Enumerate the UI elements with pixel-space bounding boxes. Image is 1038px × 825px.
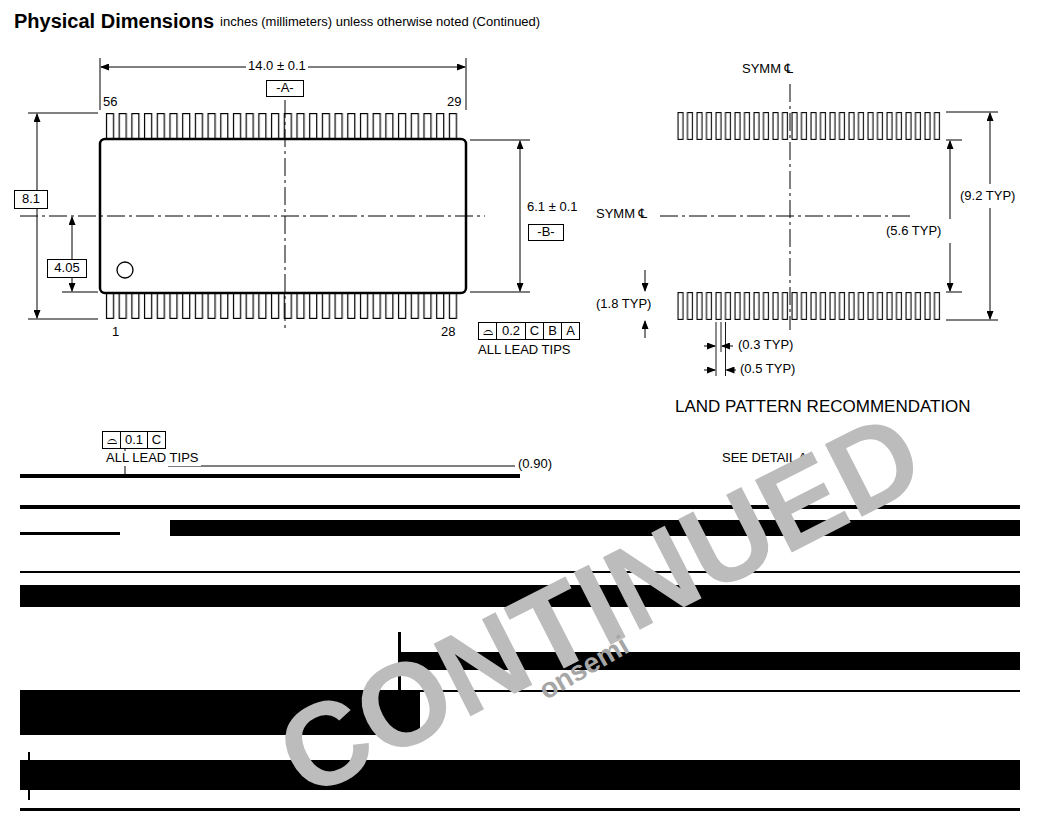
dimension: 4.05 xyxy=(47,259,87,278)
dimension-line xyxy=(72,217,73,291)
dimension: (9.2 TYP) xyxy=(958,189,1017,204)
dimension-line xyxy=(645,270,646,291)
dimension: (0.3 TYP) xyxy=(738,338,793,353)
datum-ref: C xyxy=(525,322,544,340)
scan-bar xyxy=(20,808,1020,811)
extension-line xyxy=(28,113,98,114)
scan-bar xyxy=(20,474,520,478)
tolerance-value: 0.2 xyxy=(496,322,526,340)
extension-line xyxy=(946,292,962,293)
datum-label: -B- xyxy=(528,224,564,241)
scan-bar xyxy=(20,532,120,535)
note: ALL LEAD TIPS xyxy=(478,343,571,358)
dimension: 6.1 ± 0.1 xyxy=(525,200,580,215)
dimension: (5.6 TYP) xyxy=(884,224,943,239)
extension-line xyxy=(470,140,530,141)
extension-line xyxy=(946,320,998,321)
pin-number: 56 xyxy=(103,95,117,110)
dimension-line xyxy=(722,346,733,347)
dimension-line xyxy=(704,370,715,371)
pin1-mark xyxy=(117,262,133,278)
scan-bar xyxy=(20,760,1020,790)
dimension: 8.1 xyxy=(14,190,48,209)
extension-line xyxy=(946,140,962,141)
symmetry-label: SYMM ℄ xyxy=(742,62,793,77)
view-title: LAND PATTERN RECOMMENDATION xyxy=(675,397,971,417)
dimension-line xyxy=(37,114,38,318)
pin-number: 1 xyxy=(112,325,119,340)
center-line xyxy=(790,84,791,330)
dimension: 14.0 ± 0.1 xyxy=(246,59,308,74)
datum-label: -A- xyxy=(266,80,304,97)
section-title: Physical Dimensions xyxy=(14,10,214,33)
pin-number: 29 xyxy=(447,95,461,110)
symmetry-label: SYMM ℄ xyxy=(594,207,649,222)
package-top-view xyxy=(20,58,530,328)
extension-line xyxy=(721,322,722,352)
extension-line xyxy=(725,322,726,376)
center-line xyxy=(285,100,286,328)
land-pattern xyxy=(645,84,998,376)
center-line xyxy=(660,216,912,217)
dimension: (1.8 TYP) xyxy=(596,297,651,312)
datum-ref: C xyxy=(147,431,166,449)
dimension-line xyxy=(990,113,991,184)
tolerance-symbol: ⌓ xyxy=(102,431,121,449)
dimension-line xyxy=(645,321,646,338)
dimension-line xyxy=(704,346,715,347)
datum-ref: A xyxy=(561,322,580,340)
lead-row xyxy=(104,113,460,140)
leader-line xyxy=(168,466,515,467)
dimension-line xyxy=(950,141,951,219)
center-line xyxy=(20,216,485,217)
tolerance-value: 0.1 xyxy=(120,431,148,449)
units-note: inches (millimeters) unless otherwise no… xyxy=(220,15,540,30)
extension-line xyxy=(100,58,101,110)
dimension-line xyxy=(520,141,521,291)
dimension: (0.5 TYP) xyxy=(740,362,795,377)
dimension-line xyxy=(950,243,951,291)
tolerance-symbol: ⌓ xyxy=(478,322,497,340)
extension-line xyxy=(28,319,98,320)
extension-line xyxy=(716,322,717,376)
dimension-line xyxy=(990,208,991,319)
extension-line xyxy=(946,112,998,113)
datum-ref: B xyxy=(543,322,562,340)
note: ALL LEAD TIPS xyxy=(104,451,201,466)
dimension-line xyxy=(727,370,737,371)
pin-number: 28 xyxy=(441,325,455,340)
extension-line xyxy=(470,292,530,293)
lead-row xyxy=(104,292,460,319)
pad-row xyxy=(676,292,942,320)
extension-line xyxy=(62,292,98,293)
pad-row xyxy=(676,112,942,140)
extension-line xyxy=(466,58,467,110)
dimension: (0.90) xyxy=(516,457,554,472)
